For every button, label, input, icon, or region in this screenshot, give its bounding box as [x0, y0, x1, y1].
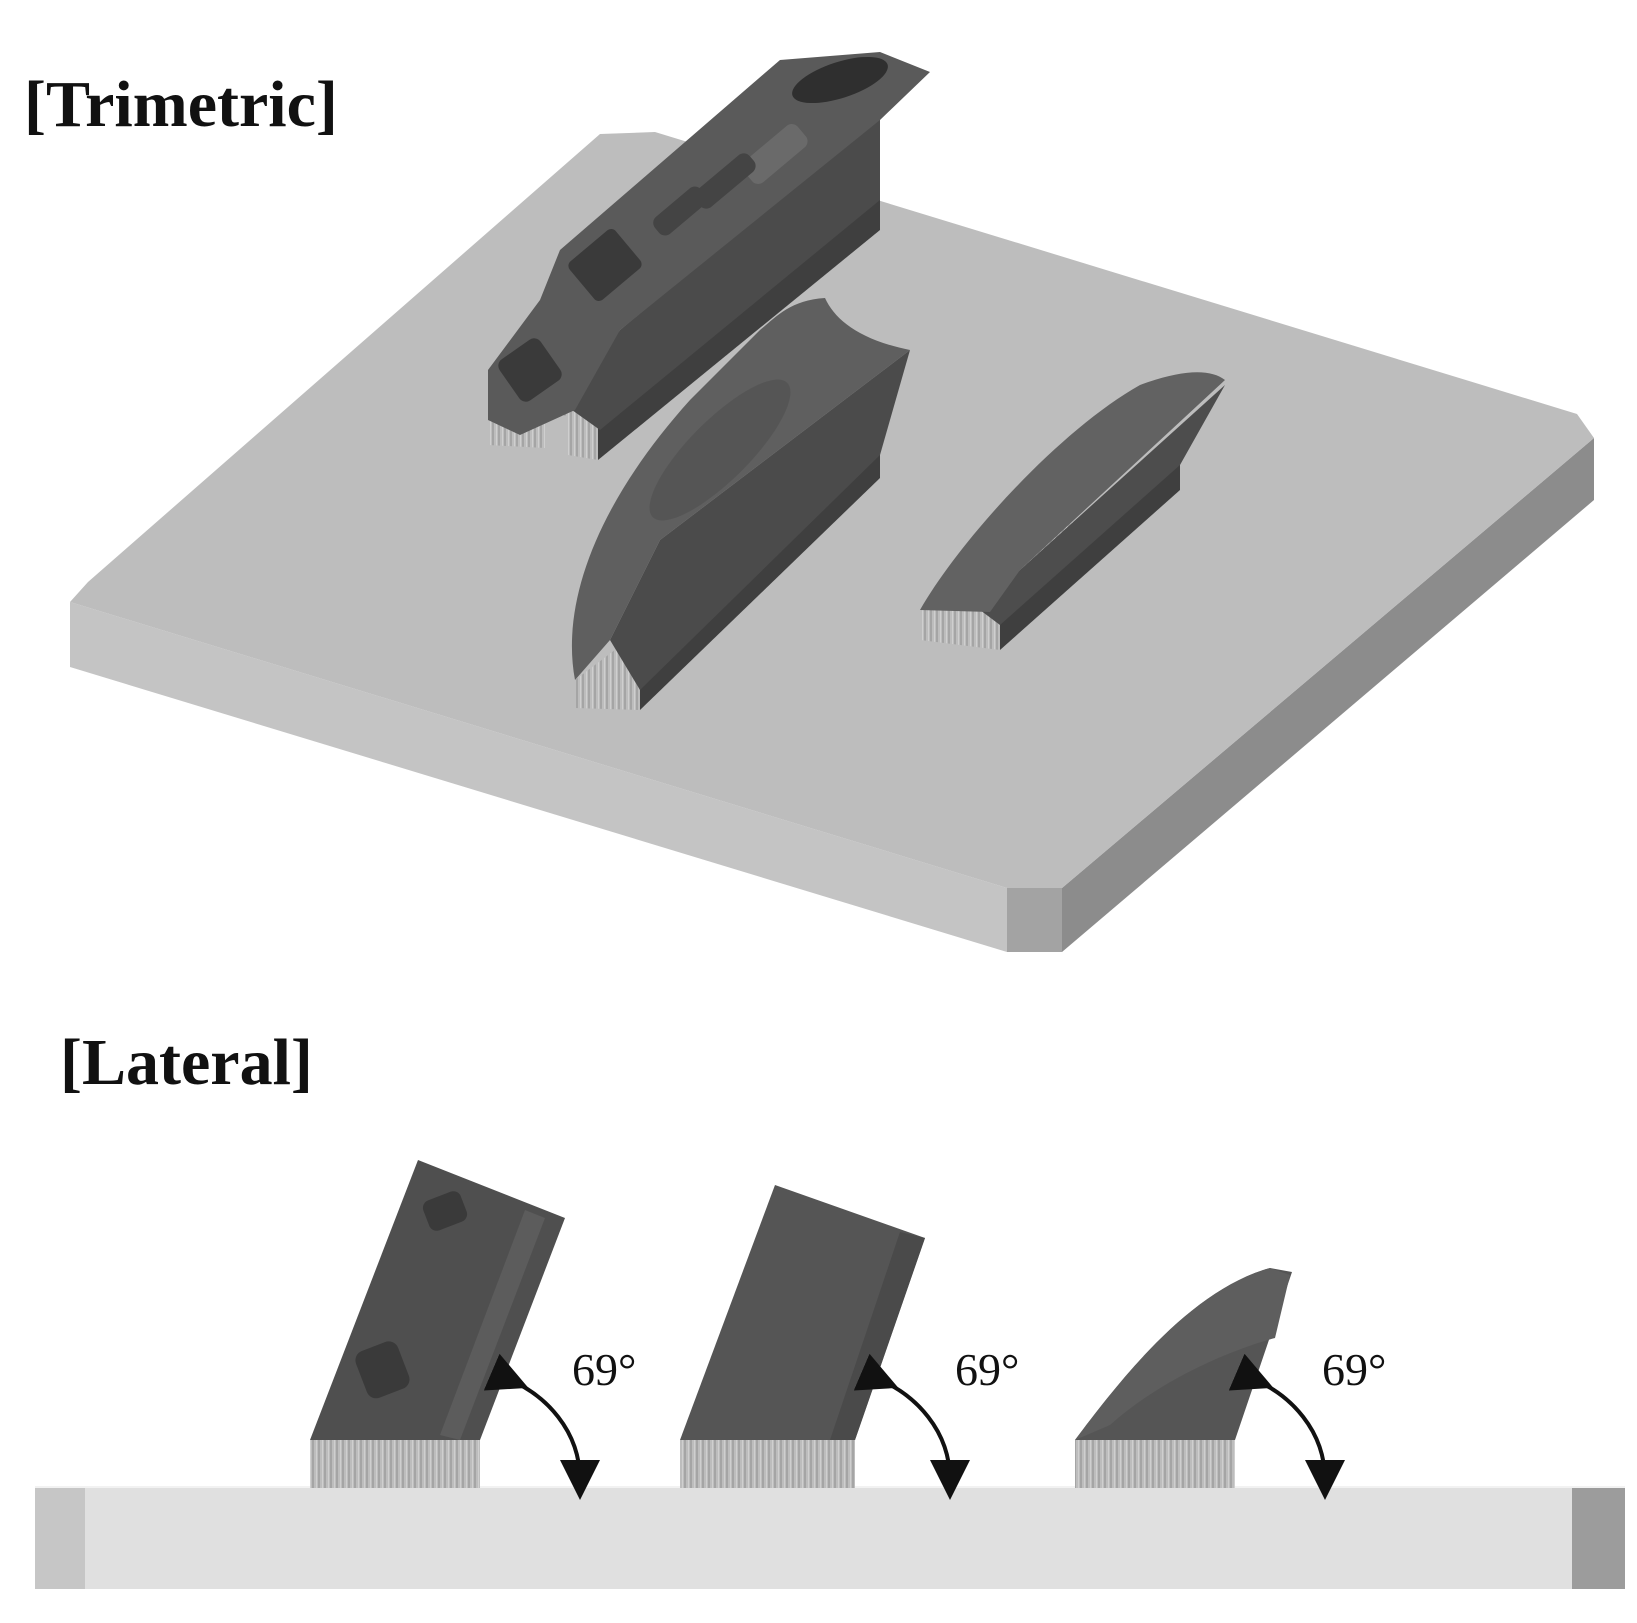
angle-arrow-3: [1228, 1353, 1345, 1500]
part-1-lateral-rib: [440, 1210, 545, 1440]
trimetric-view-title: [Trimetric]: [24, 68, 338, 141]
part-3-side: [1000, 460, 1180, 650]
part-1-lug: [498, 338, 562, 402]
angle-label-1: 69°: [572, 1344, 636, 1395]
part-2-lateral-support: [680, 1440, 855, 1488]
part-1-side: [598, 195, 880, 460]
part-2-side: [640, 450, 880, 710]
part-1-front-face: [565, 115, 880, 430]
angle-label-3: 69°: [1322, 1344, 1386, 1395]
part-3-lateral-edge: [1075, 1268, 1290, 1440]
part-1-pocket: [568, 229, 642, 301]
part-2-trimetric: [571, 298, 910, 710]
angle-annotation-1: 69°: [483, 1344, 636, 1500]
build-plate-right-face: [1062, 438, 1594, 952]
trimetric-view: [70, 52, 1594, 952]
part-1-top-face: [488, 52, 930, 435]
lateral-plate: [35, 1487, 1625, 1589]
part-2-recess: [649, 379, 791, 521]
part-1-lateral-slot-2: [355, 1341, 410, 1399]
lateral-plate-left-end: [35, 1487, 85, 1589]
angle-annotation-3: 69°: [1228, 1344, 1386, 1500]
angle-arrow-2: [853, 1353, 970, 1500]
build-plate-front-chamfer: [1007, 888, 1062, 952]
part-3-lateral: [1075, 1268, 1292, 1488]
angle-label-2: 69°: [955, 1344, 1019, 1395]
part-2-front-face: [610, 350, 910, 690]
part-1-trimetric: [488, 52, 930, 460]
part-1-slot-1: [742, 124, 808, 184]
part-3-top-face: [920, 372, 1225, 612]
angle-arrow-1: [483, 1353, 600, 1500]
part-1-slot-2: [694, 153, 756, 209]
lateral-plate-right-end: [1572, 1487, 1625, 1589]
part-3-lateral-support: [1075, 1440, 1235, 1488]
part-2-lateral: [680, 1185, 925, 1488]
part-1-slot-3: [653, 186, 707, 236]
part-1-lateral-support: [310, 1440, 480, 1488]
part-3-front-face: [980, 385, 1225, 625]
angle-annotation-2: 69°: [853, 1344, 1019, 1500]
part-2-top-face: [571, 298, 910, 680]
part-1-lateral: [310, 1160, 565, 1488]
lateral-view-title: [Lateral]: [60, 1026, 313, 1099]
build-plate-left-face: [70, 602, 1007, 952]
lateral-view: 69° 69° 69°: [35, 1160, 1625, 1589]
part-1-lateral-slot-1: [422, 1191, 468, 1231]
part-3-trimetric: [920, 372, 1225, 650]
part-1-hole: [792, 56, 888, 104]
